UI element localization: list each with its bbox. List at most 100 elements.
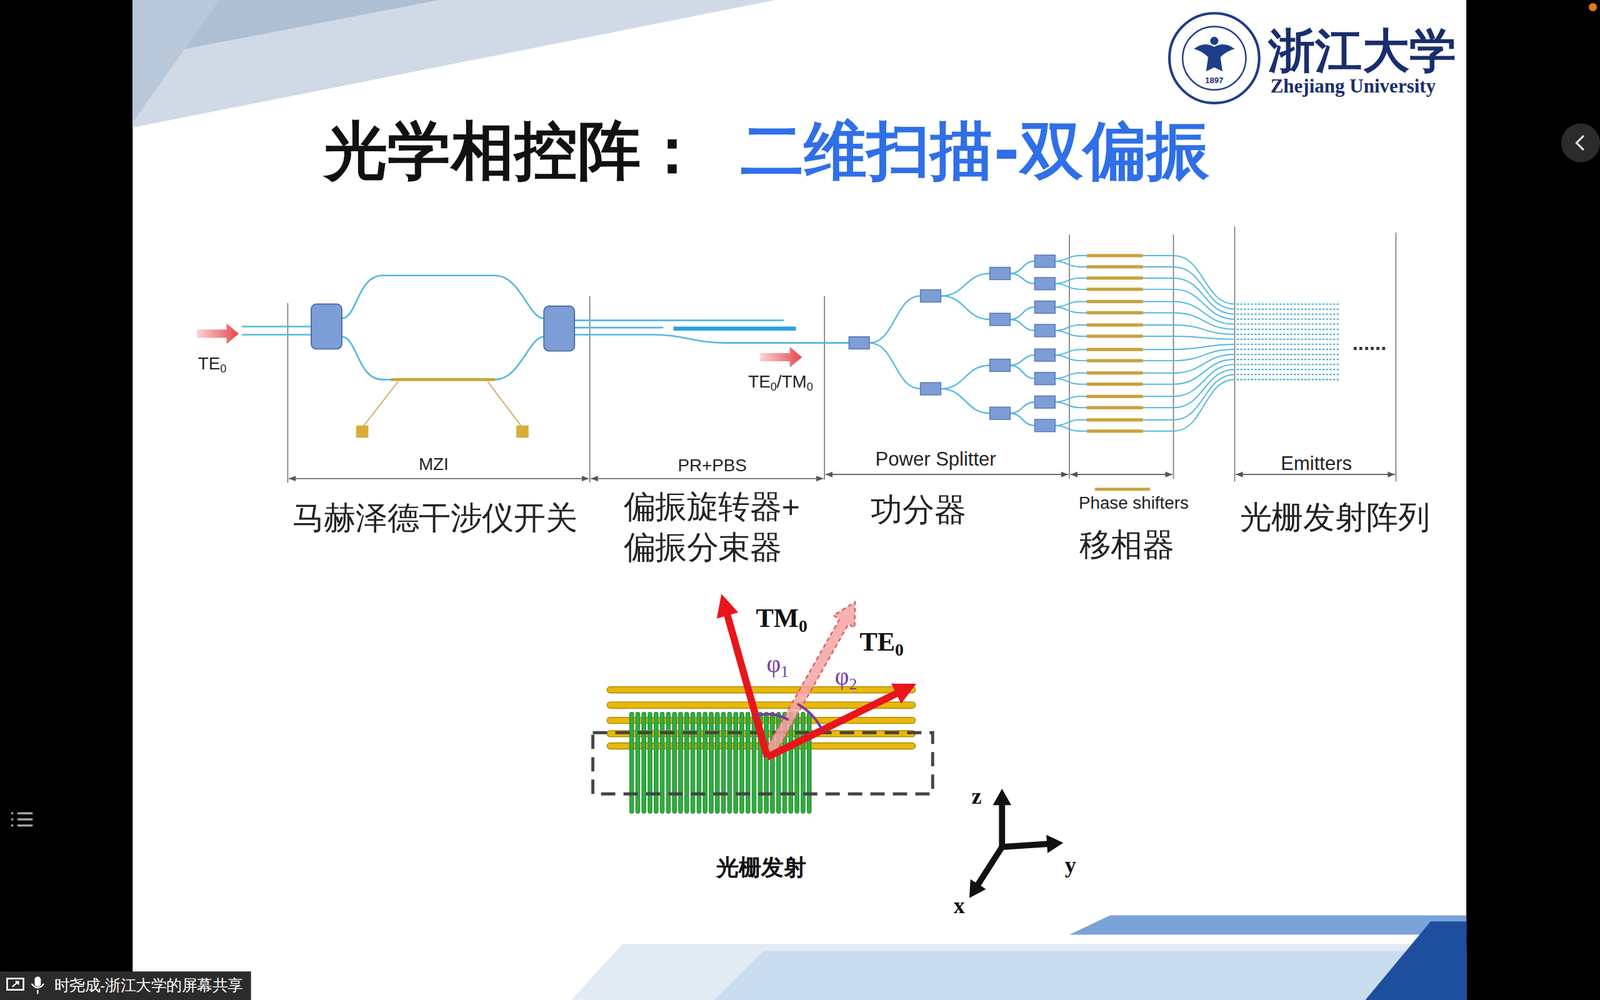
input-arrow (196, 323, 239, 345)
dimension-line (590, 478, 824, 480)
splitter-junction (990, 359, 1011, 372)
polarization-label: TM0 (756, 602, 808, 635)
grating-line (1236, 338, 1339, 340)
splitter-junction (1035, 301, 1056, 314)
grating-line (1236, 343, 1339, 345)
section-caption: 马赫泽德干涉仪开关 (292, 499, 578, 538)
waveguide-array (1055, 255, 1235, 432)
mzi-coupler (311, 304, 342, 350)
dimension-line (288, 474, 1395, 479)
axis-label: y (1065, 851, 1077, 879)
splitter-junction (1035, 372, 1056, 385)
mzi-heater (487, 381, 522, 427)
section-caption: 功分器 (870, 491, 966, 530)
phase-shifter (1086, 429, 1144, 433)
splitter-junction (1035, 395, 1056, 409)
ui-controls (12, 981, 19, 987)
university-logo-text: 浙江大学 (1268, 23, 1456, 80)
label-part: /TM (776, 372, 807, 392)
grating-line (1236, 333, 1339, 335)
mzi-waveguide (341, 336, 544, 380)
ui-controls (31, 983, 45, 994)
mode-label: TE0 (198, 353, 227, 375)
dimension-divider (1395, 232, 1397, 482)
grating-bar (764, 712, 769, 814)
label-part: TE (198, 353, 220, 374)
grating-line (1236, 348, 1339, 350)
label-part: 1 (780, 662, 789, 680)
splitter-waveguide (869, 343, 921, 389)
splitter-waveguide (940, 365, 990, 389)
dimension-divider (287, 303, 289, 483)
grating-line (1236, 318, 1339, 320)
grating-line (1236, 308, 1339, 310)
ui-controls (1576, 135, 1584, 150)
ui-controls (0, 3, 1600, 1000)
label-part: 0 (770, 380, 777, 394)
slide-decoration (714, 951, 1467, 1000)
grating-bar (685, 712, 690, 814)
label-part: TE (859, 626, 895, 657)
dimension-divider (1068, 235, 1070, 479)
splitter-junction (990, 406, 1011, 420)
waveguide (1055, 330, 1235, 340)
university-emblem (1182, 26, 1246, 90)
waveguide (1055, 354, 1235, 379)
phase-shifter (1086, 253, 1144, 257)
label-part: 0 (895, 640, 904, 660)
grating-bar (733, 712, 739, 814)
grating-line (1236, 353, 1339, 355)
grating-bar (721, 712, 726, 814)
waveguide (1055, 325, 1235, 335)
splitter-waveguide (1010, 261, 1035, 274)
mzi-waveguide (574, 335, 849, 344)
splitter-waveguide (1010, 413, 1035, 426)
ui-controls (1561, 123, 1600, 163)
section-label: MZI (418, 455, 449, 476)
ui-controls (17, 812, 33, 815)
gold-electrode (606, 686, 915, 694)
grating-line (1236, 303, 1339, 305)
polarization-label: TE0 (859, 625, 904, 658)
ui-controls (11, 812, 14, 815)
label-part: 0 (220, 362, 227, 375)
university-emblem (1169, 13, 1260, 104)
grating-bar (690, 712, 695, 814)
axis-arrow (1001, 835, 1064, 854)
axis-label: x (953, 892, 965, 920)
grating-bar (727, 712, 732, 814)
grating-bar (740, 712, 745, 814)
grating-line (1236, 358, 1339, 360)
dimension-line (1070, 473, 1173, 475)
phase-shifter (1086, 371, 1144, 375)
section-label: PR+PBS (677, 455, 747, 477)
grating-bar (709, 712, 714, 814)
grating-line (1236, 368, 1339, 370)
dimension-line (288, 478, 589, 480)
mode-label: TE0/TM0 (748, 372, 813, 394)
slide-decoration (571, 943, 1467, 1000)
axis-label: z (971, 783, 982, 811)
phase-shifter (1086, 265, 1144, 269)
splitter-junction (1035, 324, 1056, 337)
grating-bar (715, 712, 720, 814)
section-label: Emitters (1280, 452, 1352, 476)
waveguide (1055, 255, 1235, 305)
title-part: 二维扫描-双偏振 (740, 113, 1210, 188)
splitter-junction (1035, 277, 1056, 290)
section-caption: 光栅发射阵列 (1240, 498, 1430, 537)
dimension-divider (287, 226, 1396, 483)
waveguide (1055, 306, 1235, 329)
ui-controls (1588, 3, 1597, 12)
splitter-waveguide (940, 388, 990, 414)
mzi-waveguide (341, 275, 544, 319)
polarization-beam-splitter (673, 326, 797, 331)
slide-decoration (132, 0, 1467, 1000)
section-caption: 移相器 (1079, 525, 1175, 564)
ui-controls (11, 824, 14, 827)
splitter-waveguide (1010, 319, 1035, 331)
grating-line (1236, 378, 1339, 380)
emblem-year: 1897 (1205, 75, 1224, 86)
ui-controls (6, 978, 24, 990)
